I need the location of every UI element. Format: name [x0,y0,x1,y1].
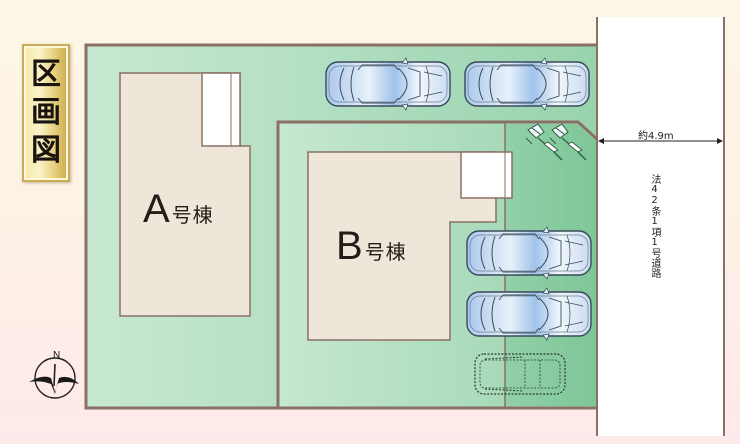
car-3 [466,226,592,280]
house-b [307,151,513,341]
road-name-label: 法42条1項1号道路 [649,174,660,278]
car-5-dashed [474,353,566,395]
title-char-2: 画 [31,95,61,130]
car-2 [464,57,590,111]
title-char-1: 区 [31,57,61,92]
house-a-label: A 号棟 [143,187,214,232]
compass-north-label: N [53,350,61,361]
house-a-suffix: 号棟 [171,203,214,227]
house-b-suffix: 号棟 [364,240,407,264]
house-a [119,72,251,317]
house-b-label: B 号棟 [336,224,407,269]
title-plate: 区 画 図 [22,44,70,182]
house-a-letter: A [143,187,170,231]
title-char-3: 図 [31,133,61,168]
house-a-balcony [201,72,241,147]
compass-icon [29,357,79,399]
road [596,17,725,436]
road-width-label: 約4.9m [638,131,674,142]
car-4 [466,287,592,341]
car-1 [325,57,451,111]
house-b-letter: B [336,224,363,268]
road-width-arrow [598,138,723,144]
house-b-balcony [460,151,513,199]
